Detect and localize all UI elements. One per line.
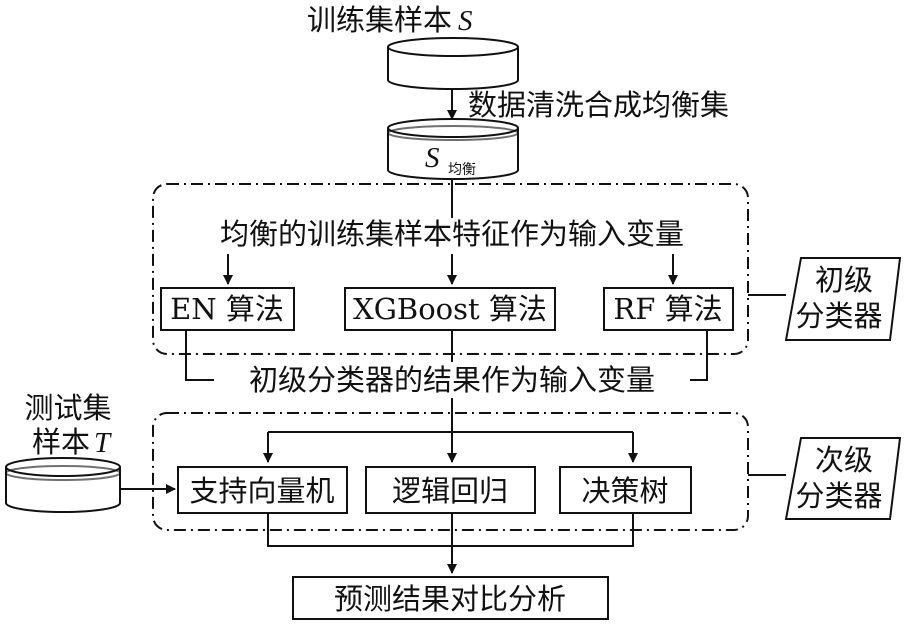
connector-rf-out [690, 330, 708, 381]
svm-model-label: 支持向量机 [189, 474, 334, 508]
rf-algorithm-label: RF 算法 [613, 292, 722, 326]
rf-algorithm-box [603, 287, 734, 331]
test-set-symbol: T [94, 427, 112, 459]
xgboost-algorithm-box [344, 287, 556, 331]
test-set-label-line1: 测试集 [24, 391, 111, 425]
tree-model-label: 决策树 [581, 474, 668, 508]
balanced-set-subscript: 均衡 [448, 162, 476, 178]
balanced-set-symbol: S [425, 142, 440, 174]
en-algorithm-label: EN 算法 [170, 292, 284, 326]
secondary-stage-region [152, 412, 749, 531]
output-label: 预测结果对比分析 [334, 582, 566, 616]
en-algorithm-box [160, 287, 295, 331]
svm-model-box [177, 466, 348, 514]
test-set-label-line2: 样本 T [32, 425, 112, 459]
connector-en-out [185, 330, 214, 381]
logistic-model-box [365, 466, 536, 514]
test-set-database-icon [5, 457, 121, 513]
test-set-sample-text: 样本 [32, 425, 90, 459]
logistic-model-label: 逻辑回归 [392, 474, 508, 508]
training-set-database-icon [387, 37, 519, 90]
primary-classifier-tag [784, 257, 902, 341]
primary-tag-line2: 分类器 [795, 299, 882, 333]
tree-model-box [559, 466, 692, 514]
primary-tag-line1: 初级 [815, 263, 873, 297]
cleaning-step-label: 数据清洗合成均衡集 [468, 88, 729, 122]
balanced-set-database-icon [387, 118, 519, 180]
training-set-text: 训练集样本 [307, 3, 452, 37]
primary-stage-region [152, 183, 749, 355]
output-box [292, 576, 609, 620]
training-set-label: 训练集样本 S [307, 3, 473, 37]
secondary-classifier-tag [784, 437, 902, 520]
secondary-merge-bar [267, 513, 634, 547]
secondary-tag-line1: 次级 [815, 443, 873, 477]
training-set-symbol: S [458, 5, 473, 37]
intermediate-label: 初级分类器的结果作为输入变量 [249, 363, 655, 397]
primary-input-label: 均衡的训练集样本特征作为输入变量 [220, 217, 684, 251]
secondary-tag-line2: 分类器 [795, 479, 882, 513]
xgboost-algorithm-label: XGBoost 算法 [353, 292, 547, 326]
